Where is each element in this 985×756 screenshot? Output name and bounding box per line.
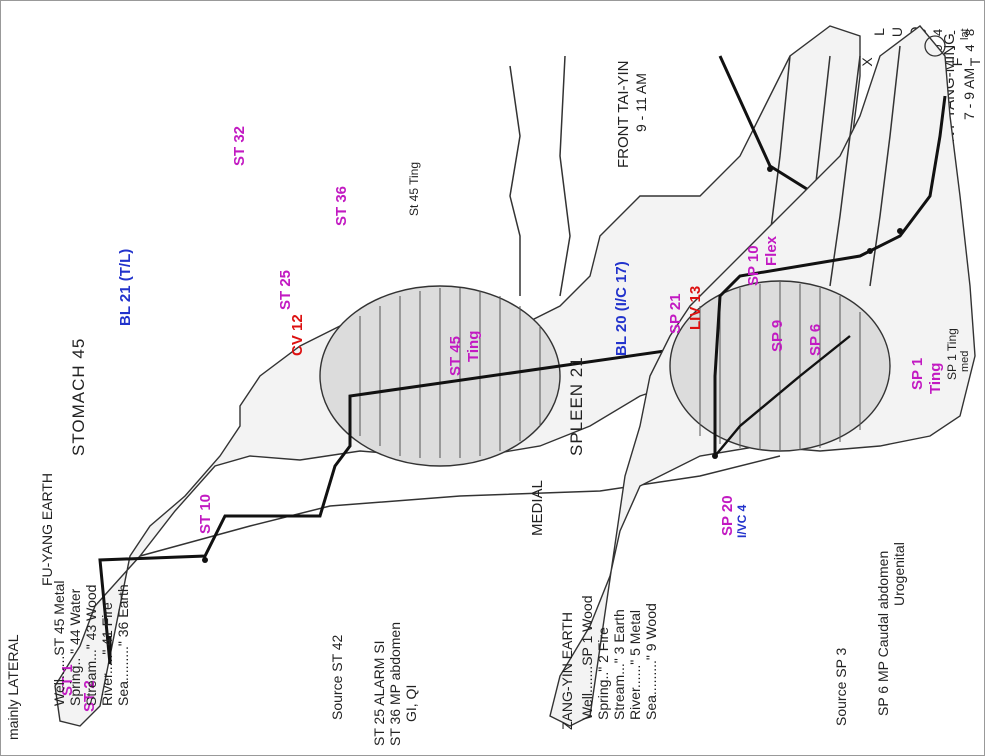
label-sp1ting: SP 1 Ting — [946, 328, 958, 380]
bottom-note: SP 6 MP Caudal abdomen — [876, 551, 890, 716]
label-sp6: SP 6 — [808, 324, 823, 356]
bottom-note: Urogenital — [892, 542, 906, 606]
label-liv13: LIV 13 — [688, 286, 703, 330]
label-med: med — [960, 351, 971, 372]
label-bl20: BL 20 (I/C 17) — [614, 261, 629, 356]
label-sp20: SP 20 — [720, 495, 735, 536]
label-sp9: SP 9 — [770, 320, 785, 352]
bottom-element-row: River......" 5 Metal — [628, 610, 642, 720]
bottom-element-row: Sea........." 9 Wood — [644, 603, 658, 720]
label-lat: lat — [960, 28, 971, 40]
label-ivc4: I/VC 4 — [736, 505, 748, 538]
label-flex: Flex — [764, 236, 779, 266]
label-sp21: SP 21 — [668, 293, 683, 334]
label-sp10: SP 10 — [746, 245, 761, 286]
bottom-element-row: Spring.." 2 Fire — [596, 627, 610, 720]
label-sp1: SP 1 — [910, 358, 925, 390]
bottom-element-row: Stream..." 3 Earth — [612, 609, 626, 720]
bottom-source: Source SP 3 — [834, 648, 848, 726]
bottom-element-row: Well.......SP 1 Wood — [580, 595, 594, 720]
label-sp1-ting: Ting — [928, 363, 943, 394]
bottom-element-header: ZANG-YIN EARTH — [560, 612, 574, 730]
